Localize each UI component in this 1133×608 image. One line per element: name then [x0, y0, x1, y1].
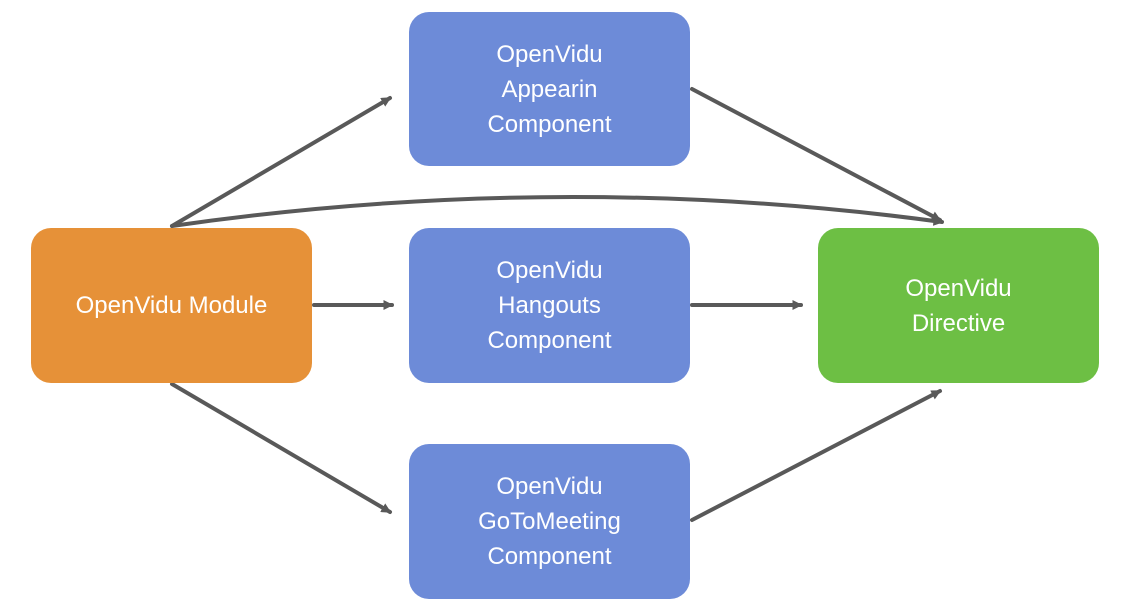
- node-label-line: OpenVidu: [496, 473, 603, 500]
- node-label-line: OpenVidu: [905, 274, 1012, 302]
- node-openvidu-module: OpenVidu Module: [31, 228, 312, 383]
- edge-module-to-directive: [170, 194, 944, 228]
- node-label-line: Hangouts: [498, 292, 601, 319]
- node-label-line: GoToMeeting: [478, 508, 621, 535]
- node-label-line: OpenVidu Module: [75, 292, 268, 319]
- edge-module-to-gotomeeting: [170, 382, 392, 514]
- edge-appearin-to-directive: [690, 87, 942, 222]
- edge-module-to-appearin: [170, 96, 392, 228]
- node-label-line: OpenVidu: [496, 40, 603, 68]
- node-label-line: Appearin: [501, 75, 598, 103]
- node-label-line: Component: [487, 543, 612, 570]
- node-label-line: Directive: [911, 309, 1006, 337]
- node-label-line: OpenVidu: [496, 257, 603, 284]
- node-label-line: Component: [487, 110, 612, 138]
- node-openvidu-gotomeeting-component: OpenVidu GoToMeeting Component: [409, 444, 690, 599]
- node-openvidu-directive: OpenVidu Directive: [818, 228, 1099, 383]
- node-label-line: Component: [487, 327, 612, 354]
- node-openvidu-hangouts-component: OpenVidu Hangouts Component: [409, 228, 690, 383]
- node-openvidu-appearin-component: OpenVidu Appearin Component: [409, 12, 690, 166]
- edge-gotomeeting-to-directive: [690, 389, 942, 522]
